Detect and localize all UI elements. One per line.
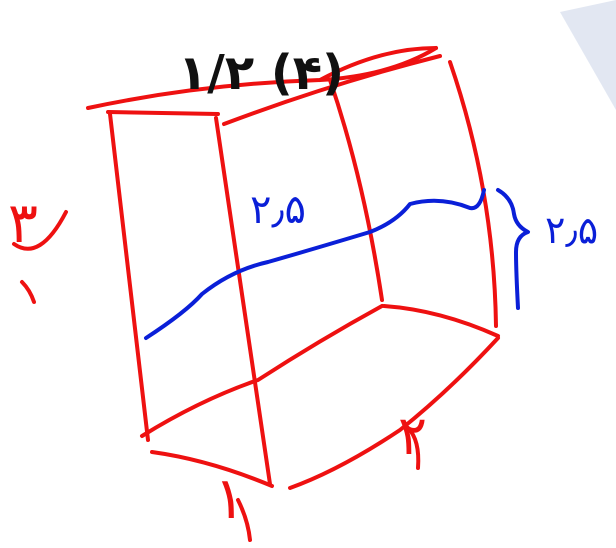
bottom-left-edge: [150, 450, 274, 488]
bottom-back-edge: [140, 304, 384, 438]
back-right-vertical-edge: [328, 78, 384, 302]
bottom-front-edge: [288, 336, 500, 490]
tank-width-label: ۱: [214, 464, 246, 532]
top-right-edge: [318, 46, 438, 82]
side-height-label: ۲٫۵: [545, 208, 599, 252]
front-right-vertical-edge: [448, 60, 498, 328]
width-dimension-tick: [236, 498, 252, 542]
length-dimension-tick: [406, 426, 421, 470]
water-height-label: ۲٫۵: [250, 187, 306, 233]
top-left-edge: [106, 110, 220, 116]
water-level-line: [144, 188, 486, 340]
tank-length-label: ۲: [398, 404, 428, 467]
problem-title: ۱/۲ (۴): [178, 45, 345, 101]
bottom-right-edge: [382, 304, 500, 338]
height-dimension-hook: [12, 210, 68, 304]
watermark-shape: [560, 0, 616, 110]
front-left-vertical-edge: [214, 116, 272, 486]
back-left-vertical-edge: [108, 112, 150, 442]
tank-height-label: ۳: [8, 191, 39, 256]
water-height-brace: [496, 188, 530, 310]
